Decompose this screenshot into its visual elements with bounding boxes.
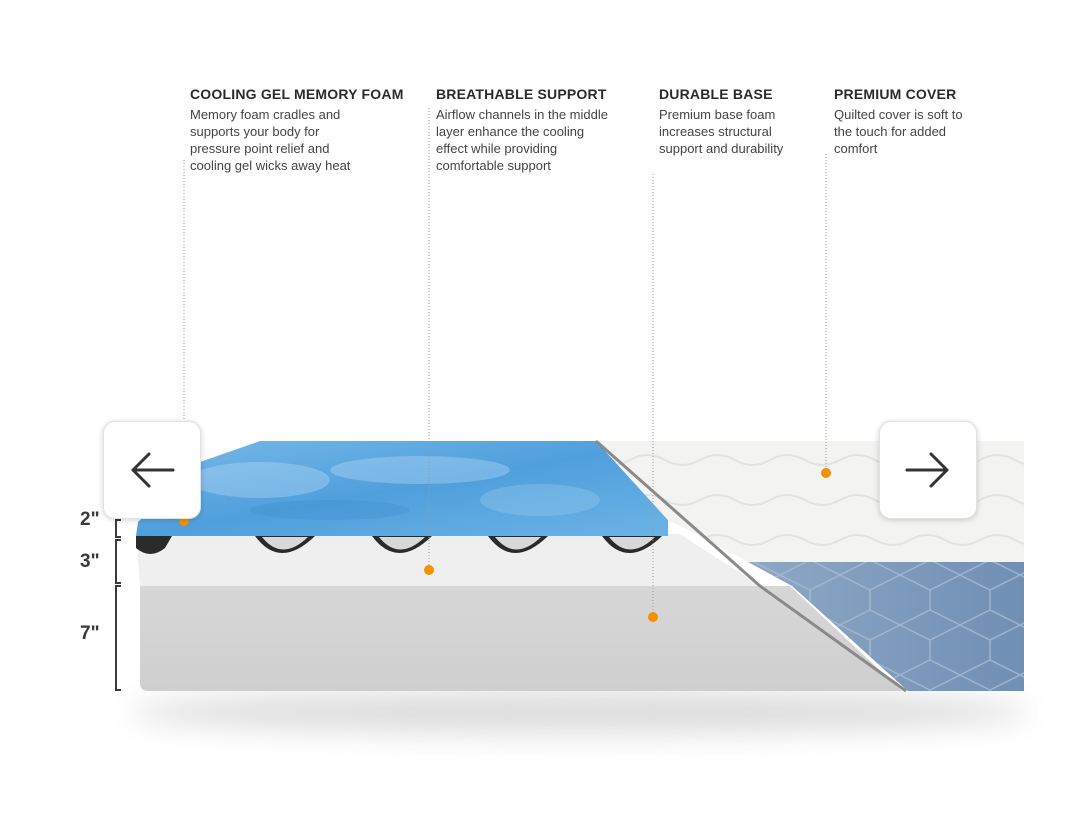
feature-breathable-support: BREATHABLE SUPPORT Airflow channels in t… bbox=[436, 86, 608, 174]
dimension-brackets bbox=[115, 519, 121, 691]
feature-description: Memory foam cradles and supports your bo… bbox=[190, 107, 351, 173]
marker-support bbox=[424, 565, 434, 575]
feature-title: DURABLE BASE bbox=[659, 86, 773, 102]
dimension-label-base: 7" bbox=[80, 623, 100, 644]
arrow-left-icon bbox=[131, 452, 175, 488]
dimension-label-middle: 3" bbox=[80, 551, 100, 572]
feature-durable-base: DURABLE BASE Premium base foam increases… bbox=[659, 86, 783, 157]
dimension-label-top: 2" bbox=[80, 509, 100, 530]
feature-description: Quilted cover is soft to the touch for a… bbox=[834, 107, 963, 156]
previous-button[interactable] bbox=[103, 421, 201, 519]
base-foam-layer bbox=[140, 586, 902, 691]
marker-base bbox=[648, 612, 658, 622]
airflow-channel-highlights bbox=[262, 537, 655, 550]
cooling-gel-layer bbox=[136, 441, 668, 536]
feature-description: Premium base foam increases structural s… bbox=[659, 107, 784, 156]
mattress-shadow bbox=[130, 690, 1030, 734]
arrow-right-icon bbox=[905, 452, 949, 488]
next-button[interactable] bbox=[879, 421, 977, 519]
middle-support-layer bbox=[136, 534, 760, 586]
feature-premium-cover: PREMIUM COVER Quilted cover is soft to t… bbox=[834, 86, 963, 157]
feature-cooling-gel: COOLING GEL MEMORY FOAM Memory foam crad… bbox=[190, 86, 404, 174]
marker-cover bbox=[821, 468, 831, 478]
feature-description: Airflow channels in the middle layer enh… bbox=[436, 107, 608, 173]
feature-title: COOLING GEL MEMORY FOAM bbox=[190, 86, 404, 102]
feature-title: BREATHABLE SUPPORT bbox=[436, 86, 607, 102]
feature-title: PREMIUM COVER bbox=[834, 86, 957, 102]
